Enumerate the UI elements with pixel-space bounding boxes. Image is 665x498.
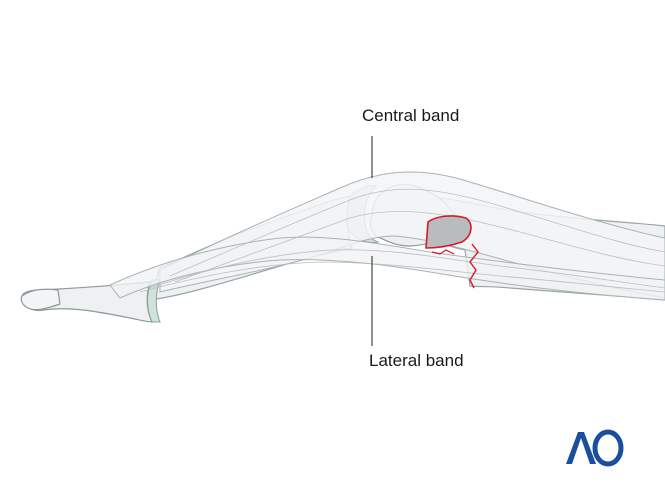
ao-logo-mark <box>566 429 624 467</box>
lateral-band-label: Lateral band <box>369 351 464 370</box>
fracture-fragment <box>425 215 472 249</box>
fracture-line-small <box>431 249 455 255</box>
tendon-fibres <box>139 188 665 293</box>
lateral-band-tendon <box>109 236 665 301</box>
fracture-line <box>469 243 479 289</box>
ao-logo <box>562 426 624 470</box>
central-band-label: Central band <box>362 106 460 125</box>
distal-tuft <box>20 288 61 311</box>
